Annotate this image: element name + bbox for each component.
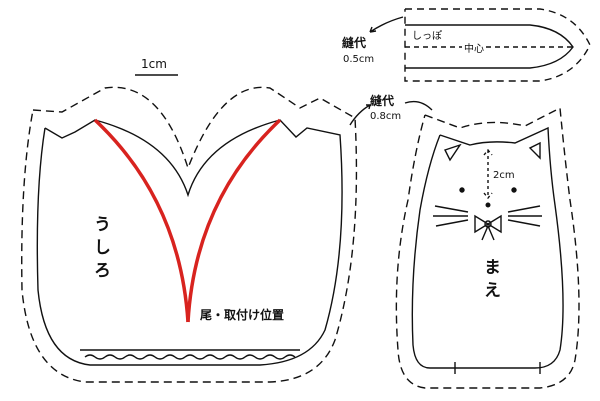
tail-seam-label: 縫代 (342, 36, 367, 50)
tail-seam-value: 0.5cm (343, 54, 375, 65)
eye-distance-label: 2cm (493, 170, 515, 181)
bow-tie (474, 214, 502, 241)
body-seam-label: 縫代 (370, 94, 395, 108)
back-outline (36, 119, 343, 366)
tail-position-label: 尾・取付け位置 (200, 308, 285, 322)
right-eye (511, 187, 517, 193)
front-label: まえ (480, 258, 500, 304)
tail-outline (405, 24, 574, 69)
front-outline (411, 126, 564, 369)
seam-arrow (369, 16, 404, 33)
tail-position-mark-right (186, 118, 282, 323)
bow-knot (484, 220, 492, 228)
right-ear-inner (528, 141, 541, 160)
whiskers (433, 205, 542, 227)
back-seam-allowance (21, 86, 358, 383)
back-label: うしろ (90, 215, 110, 284)
left-eye (459, 187, 465, 193)
body-seam-value: 0.8cm (370, 111, 402, 122)
gather-line (84, 354, 296, 360)
eye-distance-arrow (483, 148, 493, 200)
nose-point (485, 202, 491, 208)
left-ear-inner (444, 143, 462, 162)
tail-center-label: 中心 (462, 40, 486, 55)
seam-arrow-body (349, 100, 433, 126)
scale-label: 1cm (141, 57, 167, 71)
front-seam-allowance (395, 106, 580, 389)
tail-seam-allowance (404, 8, 591, 82)
tail-label: しっぽ (412, 31, 442, 42)
tail-position-mark-left (93, 118, 190, 323)
